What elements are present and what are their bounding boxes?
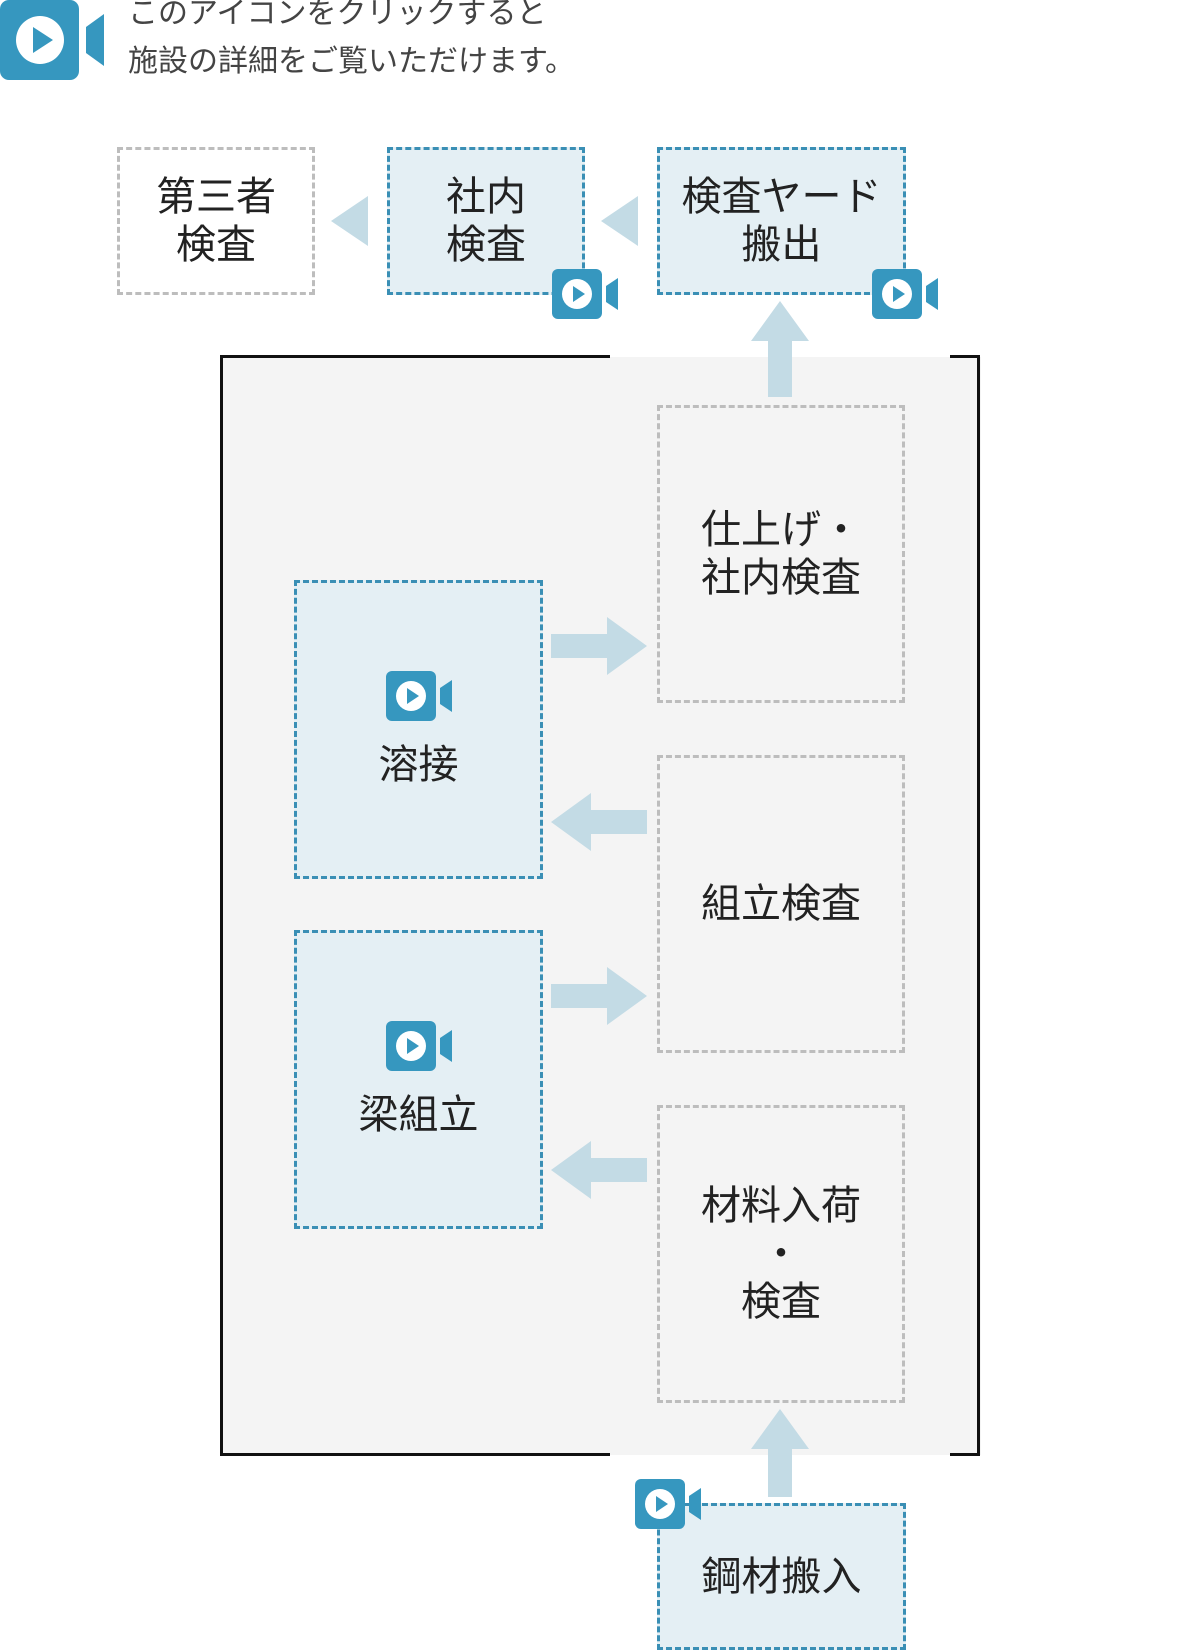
third-party-inspection-line-1: 第三者 xyxy=(156,174,276,220)
arrow-up-delivery xyxy=(751,1409,809,1497)
legend-video-camera-icon xyxy=(0,0,105,80)
arrow-left-material-to-beam xyxy=(551,1141,647,1199)
factory-wall-bottom-right xyxy=(950,1453,980,1456)
factory-wall-top-left xyxy=(220,355,610,358)
arrow-left-1 xyxy=(331,196,368,246)
steel-delivery-label: 鋼材搬入 xyxy=(701,1553,862,1600)
finishing-line-2: 社内検査 xyxy=(701,555,861,601)
third-party-inspection-box: 第三者 検査 xyxy=(117,147,315,295)
beam-assembly-box[interactable]: 梁組立 xyxy=(294,930,543,1229)
material-receiving-line-3: 検査 xyxy=(741,1279,821,1325)
finishing-inspection-box: 仕上げ・ 社内検査 xyxy=(657,405,905,703)
factory-wall-right xyxy=(977,355,980,1456)
internal-inspection-line-2: 検査 xyxy=(446,222,526,268)
beam-assembly-label: 梁組立 xyxy=(358,1091,479,1138)
legend-text: このアイコンをクリックすると 施設の詳細をご覧いただけます。 xyxy=(128,0,575,86)
factory-wall-left xyxy=(220,355,223,1456)
yard-shipping-line-1: 検査ヤード xyxy=(681,174,882,220)
third-party-inspection-line-2: 検査 xyxy=(176,222,256,268)
arrow-left-2 xyxy=(601,196,638,246)
internal-inspection-box[interactable]: 社内 検査 xyxy=(387,147,585,295)
steel-delivery-box[interactable]: 鋼材搬入 xyxy=(657,1503,906,1650)
yard-shipping-line-2: 搬出 xyxy=(741,222,822,268)
arrow-right-beam-to-inspection xyxy=(551,967,647,1025)
material-receiving-line-2: ・ xyxy=(761,1231,801,1277)
welding-label: 溶接 xyxy=(378,741,459,788)
steel-delivery-video-icon[interactable] xyxy=(635,1479,701,1529)
assembly-inspection-box: 組立検査 xyxy=(657,755,905,1053)
factory-wall-bottom-left xyxy=(220,1453,610,1456)
legend-line-1: このアイコンをクリックすると xyxy=(128,0,547,31)
assembly-inspection-label: 組立検査 xyxy=(701,881,861,927)
welding-box[interactable]: 溶接 xyxy=(294,580,543,879)
legend-line-2: 施設の詳細をご覧いただけます。 xyxy=(128,44,575,79)
material-receiving-box: 材料入荷 ・ 検査 xyxy=(657,1105,905,1403)
arrow-left-inspection-to-welding xyxy=(551,793,647,851)
arrow-up-shipping xyxy=(751,301,809,397)
internal-inspection-line-1: 社内 xyxy=(446,174,526,220)
welding-video-icon[interactable] xyxy=(385,670,452,721)
yard-shipping-box[interactable]: 検査ヤード 搬出 xyxy=(657,147,906,295)
finishing-line-1: 仕上げ・ xyxy=(701,507,861,553)
beam-assembly-video-icon[interactable] xyxy=(385,1020,452,1071)
material-receiving-line-1: 材料入荷 xyxy=(701,1183,861,1229)
internal-inspection-video-icon[interactable] xyxy=(552,269,618,319)
yard-shipping-video-icon[interactable] xyxy=(872,269,938,319)
arrow-right-welding-to-finishing xyxy=(551,617,647,675)
factory-wall-top-right xyxy=(950,355,980,358)
